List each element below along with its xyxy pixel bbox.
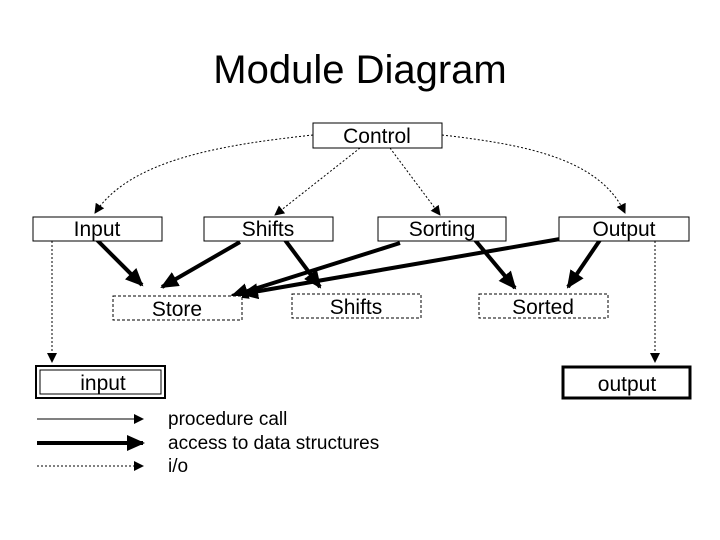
page-title: Module Diagram <box>213 48 506 92</box>
sorting-module: Sorting <box>377 216 507 242</box>
legend: procedure call access to data structures… <box>37 409 379 477</box>
io-arrows <box>47 241 660 363</box>
legend-procedure-call-label: procedure call <box>168 409 287 430</box>
access-shifts-store <box>160 240 241 289</box>
sorting-module-label: Sorting <box>409 218 476 241</box>
input-io-label: input <box>80 372 126 395</box>
shifts-module: Shifts <box>203 216 334 242</box>
procedure-call-arrows <box>94 134 626 216</box>
input-module: Input <box>32 216 163 242</box>
sorted-label: Sorted <box>512 296 574 319</box>
legend-access-label: access to data structures <box>168 433 379 454</box>
shifts-data-label: Shifts <box>330 296 383 319</box>
output-io-box: output <box>561 365 692 400</box>
call-control-input <box>94 134 314 214</box>
input-module-label: Input <box>74 218 121 241</box>
output-module-label: Output <box>592 218 655 241</box>
call-control-sorting <box>389 147 441 216</box>
shifts-module-label: Shifts <box>242 218 295 241</box>
store-label: Store <box>152 298 202 321</box>
store-data-structure: Store <box>112 295 243 321</box>
access-shifts-shifts <box>283 238 322 289</box>
sorted-data-structure: Sorted <box>478 293 609 319</box>
output-module: Output <box>558 216 690 242</box>
access-output-store <box>240 237 561 300</box>
call-control-output <box>441 134 626 214</box>
access-output-sorted <box>566 238 602 289</box>
input-io-box: input <box>35 365 166 399</box>
access-sorting-sorted <box>473 238 517 290</box>
control-label: Control <box>343 125 411 148</box>
output-io-label: output <box>598 373 657 396</box>
call-control-shifts <box>274 147 361 216</box>
control-module: Control <box>312 122 443 149</box>
data-access-arrows <box>95 237 602 300</box>
access-input-store <box>95 238 144 287</box>
legend-io-label: i/o <box>168 456 188 477</box>
shifts-data-structure: Shifts <box>291 293 422 319</box>
